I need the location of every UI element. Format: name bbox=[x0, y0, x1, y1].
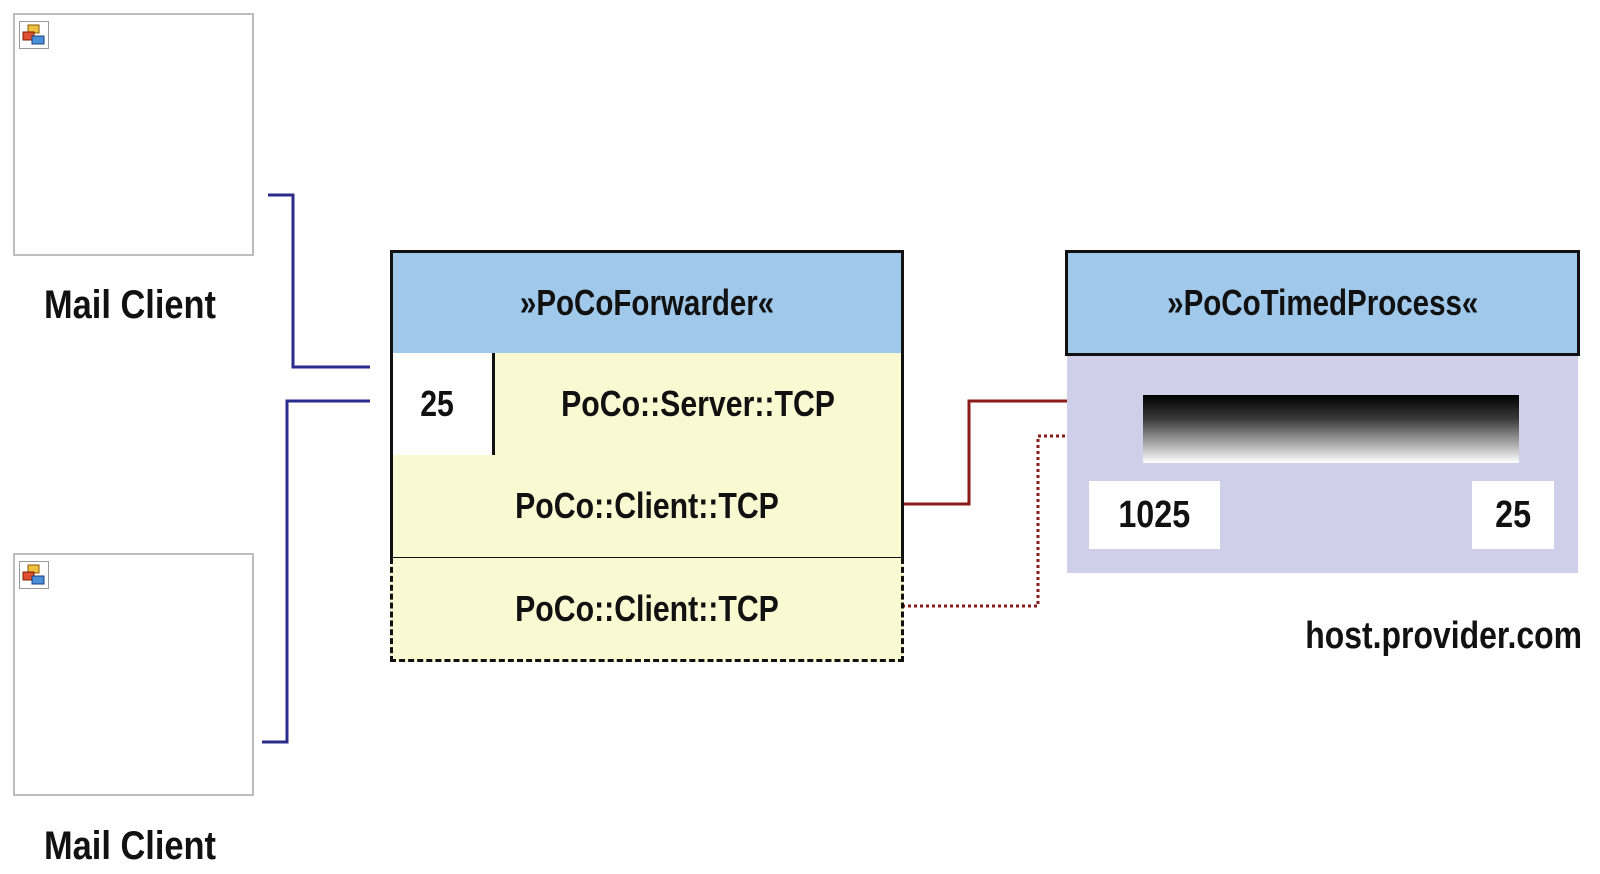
mail-client-window-1[interactable] bbox=[13, 13, 254, 256]
client-tcp-active: PoCo::Client::TCP bbox=[390, 455, 904, 560]
timed-process-header: »PoCoTimedProcess« bbox=[1065, 250, 1580, 356]
process-gradient-bar bbox=[1143, 395, 1519, 463]
client-tcp-pending-label: PoCo::Client::TCP bbox=[515, 587, 779, 629]
timed-process-title: »PoCoTimedProcess« bbox=[1166, 282, 1479, 323]
mail-client-label-1: Mail Client bbox=[43, 283, 217, 327]
application-icon bbox=[19, 21, 49, 49]
host-name-label: host.provider.com bbox=[1305, 615, 1582, 657]
server-port-cell: 25 bbox=[393, 353, 495, 455]
forwarder-server-row: 25 PoCo::Server::TCP bbox=[390, 353, 904, 458]
process-port-left: 1025 bbox=[1089, 481, 1220, 549]
timed-process-body: 1025 25 bbox=[1067, 356, 1578, 573]
server-tcp-cell: PoCo::Server::TCP bbox=[495, 353, 901, 455]
forwarder-title: »PoCoForwarder« bbox=[519, 282, 775, 323]
mail-client-label-2: Mail Client bbox=[43, 824, 217, 868]
process-port-right: 25 bbox=[1472, 481, 1554, 549]
active-connection-wire bbox=[902, 399, 1140, 506]
application-icon bbox=[19, 561, 49, 589]
mail-client-window-2[interactable] bbox=[13, 553, 254, 796]
client-tcp-active-label: PoCo::Client::TCP bbox=[515, 485, 779, 526]
server-port: 25 bbox=[420, 383, 454, 424]
client-tcp-pending: PoCo::Client::TCP bbox=[390, 558, 904, 662]
client-1-wire bbox=[268, 193, 370, 369]
server-tcp-label: PoCo::Server::TCP bbox=[561, 383, 835, 424]
client-2-wire bbox=[262, 399, 370, 744]
forwarder-header: »PoCoForwarder« bbox=[390, 250, 904, 356]
